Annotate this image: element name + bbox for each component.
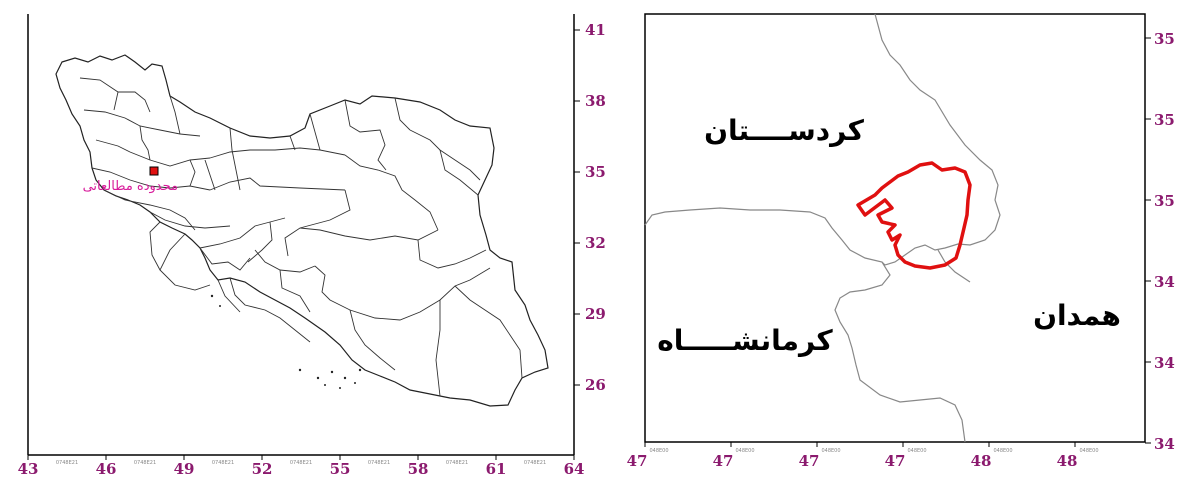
y-tick-label: 34 [1154, 435, 1175, 453]
x-minor-label: 0748E21 [212, 460, 234, 466]
y-tick-label: 38 [585, 92, 606, 110]
y-tick-label: 29 [585, 305, 606, 323]
iran-overview-map: محدوده مطالعاتی 43 0748E21 46 0748E21 49 0748… [18, 14, 606, 478]
y-tick-label: 41 [585, 21, 606, 39]
y-tick-label: 35 [585, 163, 606, 181]
x-minor-label: 048E00 [735, 448, 754, 454]
y-tick-label: 35 [1154, 111, 1175, 129]
x-tick-label: 58 [408, 460, 429, 478]
x-minor-label: 048E00 [649, 448, 668, 454]
x-minor-label: 0748E21 [524, 460, 546, 466]
x-minor-label: 048E00 [1079, 448, 1098, 454]
region-label-hamadan: همدان [1033, 299, 1121, 332]
x-tick-label: 48 [1057, 452, 1078, 470]
y-tick-label: 32 [585, 234, 606, 252]
x-tick-label: 43 [18, 460, 39, 478]
y-axis-ticks: 41 38 35 32 29 26 [574, 21, 606, 394]
iran-map-svg: محدوده مطالعاتی 43 0748E21 46 0748E21 49 0748… [18, 14, 606, 478]
y-tick-label: 35 [1154, 192, 1175, 210]
x-minor-label: 0748E21 [290, 460, 312, 466]
study-area-marker [149, 166, 159, 176]
x-minor-label: 048E00 [907, 448, 926, 454]
y-tick-label: 35 [1154, 30, 1175, 48]
x-minor-label: 0748E21 [446, 460, 468, 466]
x-axis-ticks: 43 0748E21 46 0748E21 49 0748E21 52 0748E21 55 07… [18, 455, 585, 478]
x-tick-label: 47 [627, 452, 648, 470]
x-minor-label: 048E00 [821, 448, 840, 454]
y-tick-label: 34 [1154, 273, 1175, 291]
x-minor-label: 0748E21 [368, 460, 390, 466]
study-area-label: محدوده مطالعاتی [83, 179, 178, 194]
study-area-boundary [856, 161, 972, 270]
x-minor-label: 0748E21 [56, 460, 78, 466]
x-tick-label: 47 [713, 452, 734, 470]
x-tick-label: 52 [252, 460, 273, 478]
y-tick-label: 34 [1154, 354, 1175, 372]
province-borders-gray [644, 13, 1001, 443]
detail-map-frame [644, 13, 1146, 443]
region-label-kermanshah: کرمانشـــــاه [657, 324, 833, 357]
x-tick-label: 48 [971, 452, 992, 470]
iran-outline [55, 54, 549, 407]
x-minor-label: 048E00 [993, 448, 1012, 454]
y-tick-label: 26 [585, 376, 606, 394]
x-tick-label: 55 [330, 460, 351, 478]
x-tick-label: 49 [174, 460, 195, 478]
x-tick-label: 47 [799, 452, 820, 470]
x-minor-label: 0748E21 [134, 460, 156, 466]
x-tick-label: 64 [564, 460, 585, 478]
gulf-islands [210, 294, 362, 389]
region-label-kurdistan: کردســــتان [704, 114, 864, 147]
x-axis-ticks: 47048E0047048E0047048E0047048E0048048E00… [627, 442, 1099, 470]
province-borders [79, 77, 523, 397]
y-axis-ticks: 35 35 35 34 34 34 [1145, 30, 1175, 453]
x-tick-label: 61 [486, 460, 507, 478]
detail-map-svg: کردســــتان کرمانشـــــاه همدان 47048E00… [627, 13, 1175, 470]
x-tick-label: 47 [885, 452, 906, 470]
x-tick-label: 46 [96, 460, 117, 478]
